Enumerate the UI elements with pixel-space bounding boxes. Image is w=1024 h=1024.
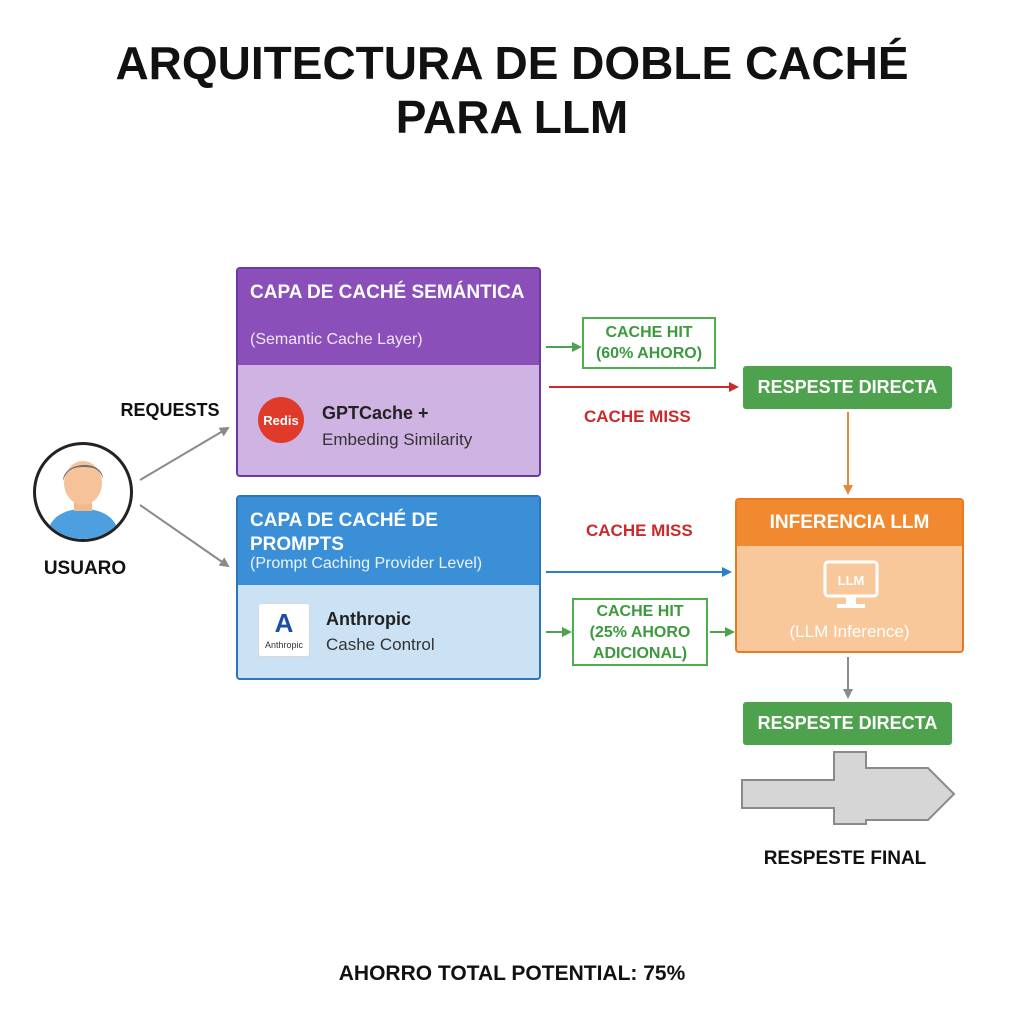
arrow-user-to-prompt (139, 504, 230, 568)
llm-inference-title: INFERENCIA LLM (737, 500, 962, 546)
prompt-tech-line1: Anthropic (326, 609, 411, 629)
prompt-hit-line3: ADICIONAL) (592, 644, 688, 662)
prompt-cache-header: CAPA DE CACHÉ DE PROMPTS (Prompt Caching… (238, 497, 539, 585)
user-label: USUARO (43, 558, 127, 579)
user-avatar-icon (33, 442, 133, 542)
semantic-cache-header: CAPA DE CACHÉ SEMÁNTICA (Semantic Cache … (238, 269, 539, 365)
prompt-cache-title: CAPA DE CACHÉ DE PROMPTS (250, 510, 438, 555)
semantic-hit-line1: CACHE HIT (605, 324, 693, 341)
total-savings-label: AHORRO TOTAL POTENTIAL: 75% (338, 962, 686, 985)
title-line-2: PARA LLM (395, 91, 629, 143)
prompt-hit-line1: CACHE HIT (596, 602, 684, 620)
prompt-cache-hit-label: CACHE HIT (25% AHORO ADICIONAL) (572, 598, 708, 666)
semantic-cache-miss-label: CACHE MISS (584, 407, 691, 426)
prompt-cache-miss-label: CACHE MISS (586, 521, 693, 540)
semantic-cache-subtitle: (Semantic Cache Layer) (250, 331, 423, 348)
prompt-cache-layer: CAPA DE CACHÉ DE PROMPTS (Prompt Caching… (236, 495, 541, 680)
requests-label: REQUESTS (120, 400, 220, 420)
title-line-1: ARQUITECTURA DE DOBLE CACHÉ (115, 37, 909, 89)
anthropic-logo-text: Anthropic (264, 640, 304, 650)
anthropic-logo-icon: A Anthropic (258, 603, 310, 657)
redis-logo-icon: Redis (258, 397, 304, 443)
anthropic-logo-mark: A (274, 608, 294, 638)
direct-response-bottom: RESPESTE DIRECTA (743, 702, 952, 745)
arrow-user-to-semantic (139, 426, 230, 481)
llm-inference-subtitle: (LLM Inference) (789, 622, 910, 641)
prompt-cache-subtitle: (Prompt Caching Provider Level) (250, 555, 483, 572)
llm-inference-block: INFERENCIA LLM LLM (LLM Inference) (735, 498, 964, 653)
direct-response-top: RESPESTE DIRECTA (743, 366, 952, 409)
llm-monitor-icon: LLM (823, 560, 879, 612)
semantic-cache-layer: CAPA DE CACHÉ SEMÁNTICA (Semantic Cache … (236, 267, 541, 477)
semantic-tech-line1: GPTCache + (322, 403, 429, 423)
semantic-cache-hit-label: CACHE HIT (60% AHORO) (582, 317, 716, 369)
final-response-label: RESPESTE FINAL (763, 848, 927, 869)
semantic-cache-title: CAPA DE CACHÉ SEMÁNTICA (250, 282, 525, 303)
page-title: ARQUITECTURA DE DOBLE CACHÉ PARA LLM (0, 36, 1024, 144)
semantic-hit-line2: (60% AHORO) (595, 345, 703, 362)
prompt-tech-line2: Cashe Control (326, 635, 435, 654)
final-big-arrow-icon (741, 751, 956, 825)
prompt-hit-line2: (25% AHORO (589, 623, 691, 641)
llm-monitor-text: LLM (838, 573, 865, 588)
semantic-tech-line2: Embeding Similarity (322, 430, 473, 449)
